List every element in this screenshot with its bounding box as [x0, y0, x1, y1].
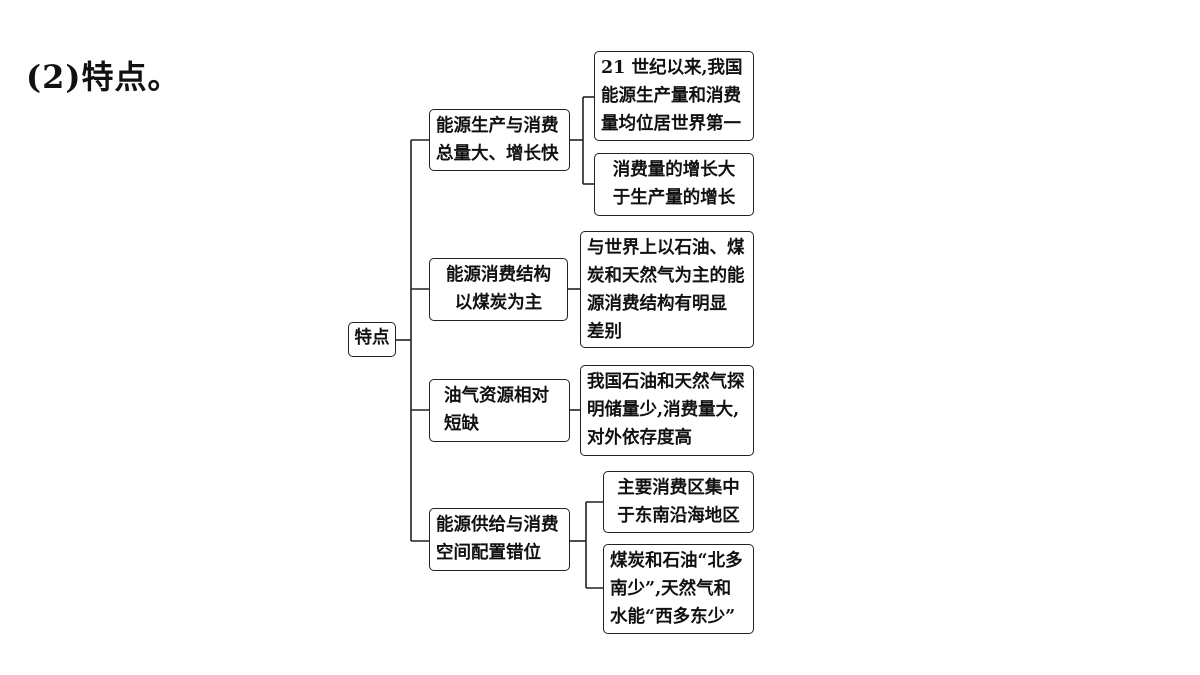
branch-node-2: 能源消费结构 以煤炭为主 [429, 258, 568, 321]
root-node: 特点 [348, 322, 396, 357]
branch-node-4: 能源供给与消费 空间配置错位 [429, 508, 570, 571]
leaf-node-3-1: 我国石油和天然气探 明储量少,消费量大, 对外依存度高 [580, 365, 754, 456]
leaf-node-1-2: 消费量的增长大 于生产量的增长 [594, 153, 754, 216]
section-heading: (2)特点。 [26, 58, 181, 96]
leaf-node-1-1: 21 世纪以来,我国 能源生产量和消费 量均位居世界第一 [594, 51, 754, 141]
leaf-node-4-1: 主要消费区集中 于东南沿海地区 [603, 471, 754, 533]
leaf-node-2-1: 与世界上以石油、煤 炭和天然气为主的能 源消费结构有明显 差别 [580, 231, 754, 348]
branch-node-3: 油气资源相对 短缺 [429, 379, 570, 442]
branch-node-1: 能源生产与消费 总量大、增长快 [429, 109, 570, 171]
leaf-node-4-2: 煤炭和石油“北多 南少”,天然气和 水能“西多东少” [603, 544, 754, 634]
